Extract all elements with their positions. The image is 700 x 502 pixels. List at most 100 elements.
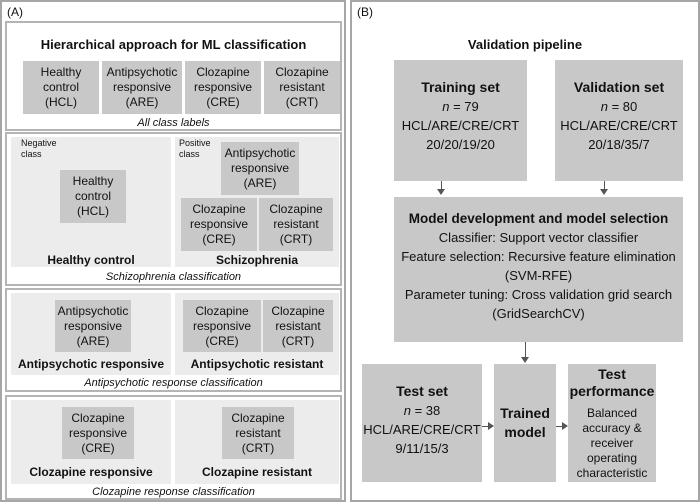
arrow-head (437, 189, 445, 195)
anti-box-cre: Clozapine responsive (CRE) (183, 300, 261, 352)
performance-line-3: receiver (590, 436, 634, 450)
label-line: Negative (21, 138, 57, 148)
antipsychotic-section: Antipsychotic responsive (ARE) Clozapine… (5, 288, 342, 392)
training-n: n = 79 (394, 97, 527, 116)
arrow-training-to-model (441, 181, 442, 191)
box-text: Antipsychotic (106, 65, 178, 79)
clozapine-section: Clozapine responsive (CRE) Clozapine res… (5, 395, 342, 500)
schizo-box-cre: Clozapine responsive (CRE) (181, 198, 257, 251)
label-line: class (21, 149, 42, 159)
negative-class-label: Negative class (21, 138, 57, 160)
antipsychotic-responsive-title: Antipsychotic responsive (17, 357, 165, 371)
label-line: class (179, 149, 200, 159)
box-text: Clozapine (195, 303, 249, 318)
model-classifier: Classifier: Support vector classifier (438, 230, 639, 245)
arrow-head (521, 357, 529, 363)
clozapine-caption: Clozapine response classification (92, 486, 255, 498)
trained-model-line2: model (504, 424, 546, 440)
test-classes: HCL/ARE/CRE/CRT (363, 422, 481, 437)
clozapine-responsive-title: Clozapine responsive (29, 465, 153, 479)
model-feature-selection-abbr: (SVM-RFE) (504, 268, 573, 283)
box-text: (CRT) (241, 440, 275, 455)
box-text: resistant (279, 80, 325, 94)
anti-box-are: Antipsychotic responsive (ARE) (55, 300, 131, 352)
class-box-cre: Clozapine responsive (CRE) (185, 61, 261, 114)
schizo-box-are: Antipsychotic responsive (ARE) (221, 142, 299, 195)
model-parameter-tuning-abbr: (GridSearchCV) (492, 306, 585, 321)
box-text: responsive (189, 217, 249, 231)
n-symbol: n (403, 403, 411, 418)
box-text: Clozapine (71, 410, 125, 425)
box-text: control (42, 80, 80, 94)
box-text: (CRT) (281, 333, 315, 348)
arrow-head (488, 422, 494, 430)
box-text: responsive (193, 80, 253, 94)
validation-pipeline-title: Validation pipeline (467, 37, 583, 52)
hierarchy-caption: All class labels (137, 117, 210, 129)
antipsychotic-caption: Antipsychotic response classification (84, 377, 263, 389)
training-set-title: Training set (421, 79, 500, 95)
performance-title-2: performance (569, 383, 655, 399)
validation-n: n = 80 (555, 97, 683, 116)
model-development-box: Model development and model selection Cl… (394, 197, 683, 342)
arrow-model-to-trained (525, 342, 526, 359)
schizo-box-crt: Clozapine resistant (CRT) (259, 198, 333, 251)
box-text: Clozapine (269, 202, 323, 216)
box-text: control (74, 189, 112, 203)
box-text: responsive (230, 161, 290, 175)
box-text: (CRE) (202, 232, 236, 246)
training-classes: HCL/ARE/CRE/CRT (401, 118, 520, 133)
box-text: responsive (112, 80, 172, 94)
schizo-box-hcl: Healthy control (HCL) (60, 170, 126, 223)
clozapine-resistant-title: Clozapine resistant (201, 465, 313, 479)
box-text: (CRE) (205, 333, 239, 348)
schizophrenia-section: Negative class Positive class Healthy co… (5, 132, 342, 286)
anti-box-crt: Clozapine resistant (CRT) (263, 300, 333, 352)
box-text: Healthy (72, 174, 114, 188)
performance-line-2: accuracy & (582, 421, 642, 435)
box-text: resistant (235, 425, 281, 440)
panel-a: (A) Hierarchical approach for ML classif… (0, 0, 346, 502)
performance-line-1: Balanced (586, 406, 638, 420)
box-text: Antipsychotic (57, 303, 129, 318)
box-text: responsive (68, 425, 128, 440)
validation-classes: HCL/ARE/CRE/CRT (560, 118, 678, 133)
model-feature-selection: Feature selection: Recursive feature eli… (401, 249, 676, 264)
performance-line-4: operating (586, 451, 638, 465)
box-text: (CRE) (206, 95, 240, 109)
trained-model-box: Trained model (494, 364, 556, 482)
healthy-control-title: Healthy control (47, 253, 135, 267)
schizophrenia-title: Schizophrenia (215, 253, 298, 267)
label-line: Positive (179, 138, 211, 148)
box-text: (ARE) (125, 95, 159, 109)
box-text: Antipsychotic (224, 146, 296, 160)
panel-a-tag: (A) (7, 5, 23, 19)
hierarchy-title: Hierarchical approach for ML classificat… (40, 37, 307, 52)
positive-class-label: Positive class (179, 138, 211, 160)
test-performance-box: Test performance Balanced accuracy & rec… (568, 364, 656, 482)
panel-b: (B) Validation pipeline Training set n =… (350, 0, 700, 502)
test-split: 9/11/15/3 (395, 441, 449, 456)
box-text: Clozapine (275, 65, 329, 79)
box-text: (HCL) (45, 95, 77, 109)
performance-line-5: characteristic (576, 466, 648, 480)
box-text: (CRE) (81, 440, 115, 455)
arrow-head (600, 189, 608, 195)
cloz-box-crt: Clozapine resistant (CRT) (222, 407, 294, 459)
schizophrenia-caption: Schizophrenia classification (105, 271, 242, 283)
box-text: Healthy (40, 65, 82, 79)
n-value: = 79 (449, 99, 479, 114)
arrow-validation-to-model (604, 181, 605, 191)
box-text: Clozapine (196, 65, 250, 79)
class-box-are: Antipsychotic responsive (ARE) (102, 61, 182, 114)
class-box-crt: Clozapine resistant (CRT) (264, 61, 340, 114)
arrow-test-to-trained (482, 426, 488, 427)
training-set-box: Training set n = 79 HCL/ARE/CRE/CRT 20/2… (394, 60, 527, 181)
arrow-head (562, 422, 568, 430)
box-text: responsive (63, 318, 123, 333)
box-text: resistant (275, 318, 321, 333)
box-text: (CRT) (285, 95, 319, 109)
n-symbol: n (442, 99, 450, 114)
hierarchy-section: Hierarchical approach for ML classificat… (5, 21, 342, 131)
model-parameter-tuning: Parameter tuning: Cross validation grid … (404, 287, 673, 302)
